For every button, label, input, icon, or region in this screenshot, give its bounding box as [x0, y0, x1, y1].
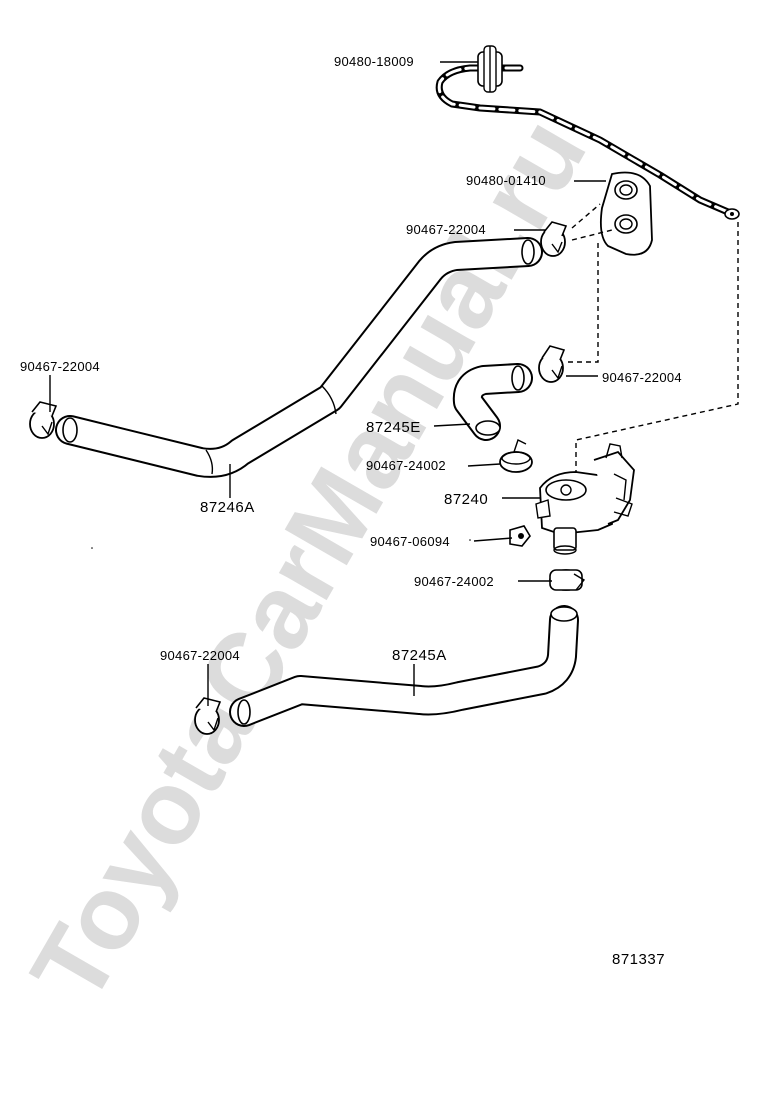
- double-grommet: [599, 171, 653, 256]
- label-90467-22004-top: 90467-22004: [406, 222, 486, 237]
- hose-clamp-top: [540, 221, 568, 257]
- label-90467-22004-bottom: 90467-22004: [160, 648, 240, 663]
- part-labels: 90480-18009 90480-01410 90467-22004 9046…: [20, 54, 682, 664]
- label-87245A: 87245A: [392, 647, 447, 664]
- hose-clamp-right: [538, 345, 566, 383]
- dashed-guides: [568, 203, 739, 476]
- label-90467-24002-a: 90467-24002: [366, 458, 446, 473]
- hose-clamp-lower: [549, 569, 586, 591]
- hose-87245E: [452, 363, 533, 441]
- label-90467-22004-left: 90467-22004: [20, 359, 100, 374]
- hose-87245A: [229, 605, 579, 727]
- hose-clamp-mid: [499, 439, 533, 473]
- cable-assembly: [435, 45, 740, 220]
- label-90467-24002-b: 90467-24002: [414, 574, 494, 589]
- label-90467-22004-right: 90467-22004: [602, 370, 682, 385]
- label-90480-01410: 90480-01410: [466, 173, 546, 188]
- hose-clamp-left: [29, 401, 58, 439]
- label-87245E: 87245E: [366, 419, 421, 436]
- clip-90467-06094: [509, 525, 531, 547]
- label-90480-18009: 90480-18009: [334, 54, 414, 69]
- label-87246A: 87246A: [200, 499, 255, 516]
- diagram-number: 871337: [612, 951, 665, 968]
- water-valve-87240: [535, 443, 635, 555]
- label-87240: 87240: [444, 491, 488, 508]
- hose-87246A: [55, 237, 543, 478]
- label-90467-06094: 90467-06094: [370, 534, 450, 549]
- hose-clamp-bottom: [194, 697, 222, 735]
- leader-lines: [49, 61, 606, 706]
